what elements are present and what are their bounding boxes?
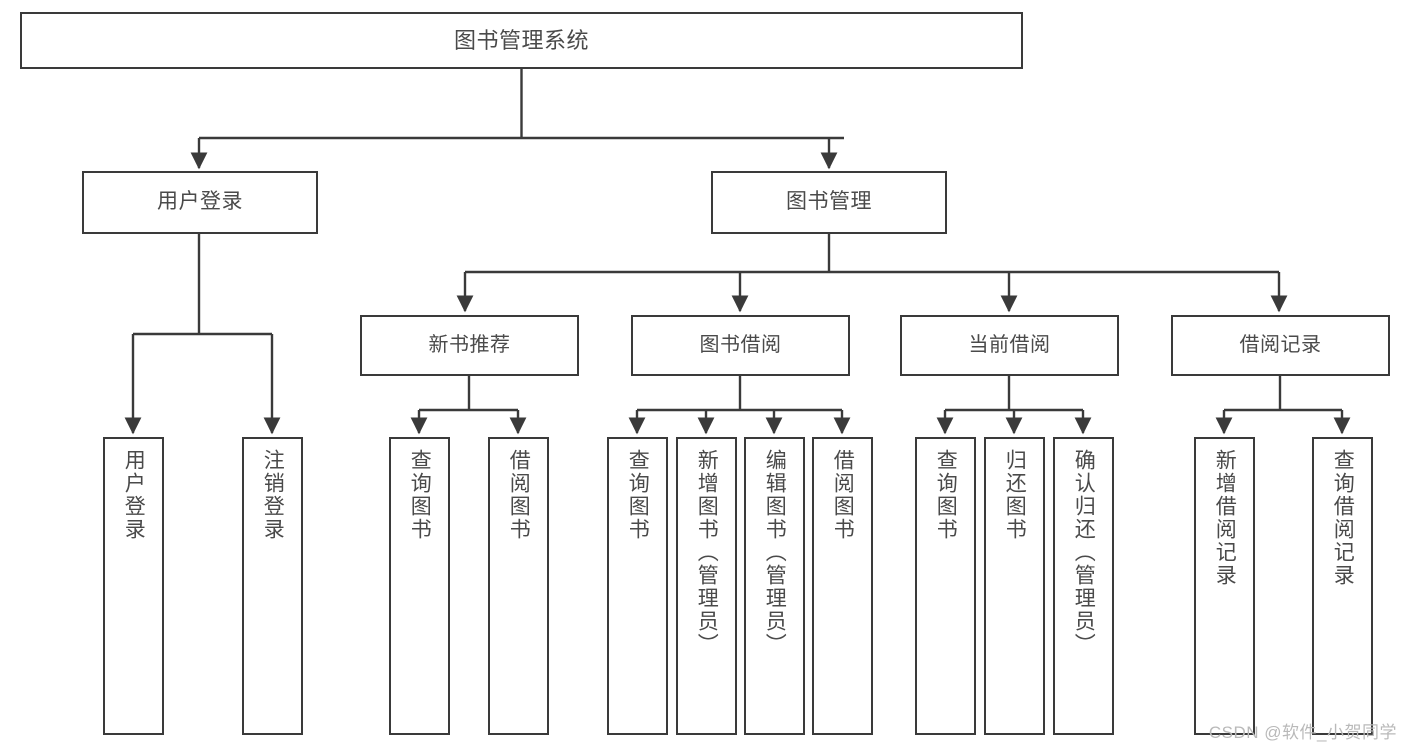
leaf-current-borrow-0[interactable]: 查询图书	[915, 437, 976, 735]
leaf-new-book-1[interactable]: 借阅图书	[488, 437, 549, 735]
node-current-borrow[interactable]: 当前借阅	[900, 315, 1119, 376]
leaf-label: 借阅图书	[507, 449, 531, 541]
leaf-book-borrow-3[interactable]: 借阅图书	[812, 437, 873, 735]
node-book-manage-label: 图书管理	[786, 190, 872, 214]
leaf-book-borrow-2[interactable]: 编辑图书（管理员）	[744, 437, 805, 735]
leaf-label: 查询图书	[934, 449, 958, 541]
node-current-borrow-label: 当前借阅	[968, 333, 1051, 356]
leaf-label: 新增图书（管理员）	[695, 449, 719, 656]
leaf-label: 归还图书	[1003, 449, 1027, 541]
leaf-current-borrow-2[interactable]: 确认归还（管理员）	[1053, 437, 1114, 735]
leaf-label: 注销登录	[261, 449, 285, 541]
leaf-user-login-0[interactable]: 用户登录	[103, 437, 164, 735]
leaf-label: 新增借阅记录	[1213, 449, 1237, 587]
node-book-borrow[interactable]: 图书借阅	[631, 315, 850, 376]
node-new-book-recommend-label: 新书推荐	[428, 333, 511, 356]
node-borrow-record[interactable]: 借阅记录	[1171, 315, 1390, 376]
node-user-login[interactable]: 用户登录	[82, 171, 318, 234]
leaf-borrow-record-0[interactable]: 新增借阅记录	[1194, 437, 1255, 735]
node-book-manage[interactable]: 图书管理	[711, 171, 947, 234]
leaf-borrow-record-1[interactable]: 查询借阅记录	[1312, 437, 1373, 735]
leaf-label: 用户登录	[122, 449, 146, 541]
node-user-login-label: 用户登录	[157, 190, 243, 214]
leaf-label: 借阅图书	[831, 449, 855, 541]
leaf-label: 查询图书	[626, 449, 650, 541]
leaf-book-borrow-0[interactable]: 查询图书	[607, 437, 668, 735]
leaf-label: 确认归还（管理员）	[1072, 449, 1096, 656]
node-book-borrow-label: 图书借阅	[699, 333, 782, 356]
leaf-new-book-0[interactable]: 查询图书	[389, 437, 450, 735]
node-root-label: 图书管理系统	[453, 27, 589, 53]
leaf-book-borrow-1[interactable]: 新增图书（管理员）	[676, 437, 737, 735]
leaf-user-login-1[interactable]: 注销登录	[242, 437, 303, 735]
leaf-label: 查询借阅记录	[1331, 449, 1355, 587]
leaf-label: 查询图书	[408, 449, 432, 541]
leaf-label: 编辑图书（管理员）	[763, 449, 787, 656]
watermark: CSDN @软件_小贺同学	[1208, 723, 1397, 742]
node-root[interactable]: 图书管理系统	[20, 12, 1023, 69]
leaf-current-borrow-1[interactable]: 归还图书	[984, 437, 1045, 735]
node-new-book-recommend[interactable]: 新书推荐	[360, 315, 579, 376]
node-borrow-record-label: 借阅记录	[1239, 333, 1322, 356]
